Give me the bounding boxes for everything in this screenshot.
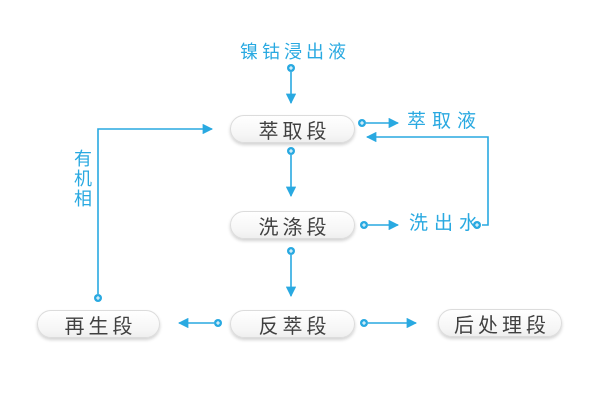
node-stripping-stage: 反萃段 <box>230 310 355 338</box>
connector-wash-water-return-to-extraction <box>365 131 489 226</box>
connection-point-icon <box>214 319 222 327</box>
connection-point-icon <box>360 319 368 327</box>
node-washing-stage: 洗涤段 <box>230 211 355 239</box>
label-organic-phase: 有机相 <box>74 149 92 209</box>
label-nickel-cobalt-leachate: 镍钴浸出液 <box>240 42 350 62</box>
connection-point-icon <box>358 119 366 127</box>
connection-point-icon <box>360 221 368 229</box>
node-extraction-stage: 萃取段 <box>230 115 355 143</box>
connection-point-icon <box>287 147 295 155</box>
label-wash-water: 洗出水 <box>409 213 485 234</box>
label-extract-liquid: 萃取液 <box>407 111 483 132</box>
connection-point-icon <box>287 64 295 72</box>
connection-point-icon <box>287 247 295 255</box>
connector-regeneration-to-extraction-organic <box>97 123 214 294</box>
connection-point-icon <box>94 294 102 302</box>
node-regeneration-stage: 再生段 <box>37 310 160 338</box>
node-post-processing-stage: 后处理段 <box>438 309 562 337</box>
